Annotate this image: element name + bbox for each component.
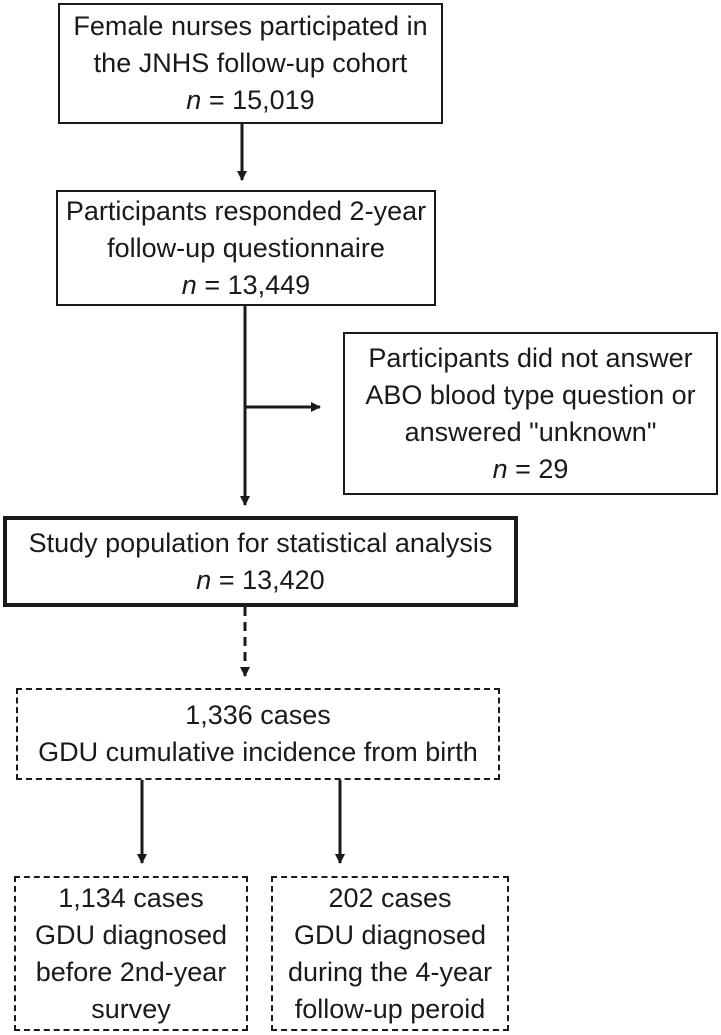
- box-gdu-before: 1,134 cases GDU diagnosed before 2nd-yea…: [14, 876, 248, 1031]
- box-gdu-during: 202 cases GDU diagnosed during the 4-yea…: [271, 876, 509, 1031]
- n-label: n: [181, 269, 197, 300]
- box-gdu-before-line3: before 2nd-year: [35, 956, 227, 987]
- box-responded: Participants responded 2-year follow-up …: [56, 190, 436, 306]
- box-gdu-during-line1: 202 cases: [328, 882, 452, 913]
- box-excluded: Participants did not answer ABO blood ty…: [343, 332, 718, 495]
- box-enrolled-line1: Female nurses participated in: [73, 11, 428, 41]
- box-gdu-before-line2: GDU diagnosed: [34, 919, 228, 950]
- box-excluded-n: n = 29: [493, 451, 569, 488]
- box-responded-line1: Participants responded 2-year: [65, 195, 427, 226]
- box-excluded-line3: answered "unknown": [404, 416, 657, 447]
- box-responded-n: n = 13,449: [182, 267, 310, 304]
- n-value: = 15,019: [201, 85, 315, 115]
- box-enrolled-n: n = 15,019: [186, 82, 314, 119]
- box-gdu-total: 1,336 cases GDU cumulative incidence fro…: [16, 688, 500, 780]
- n-label: n: [492, 453, 508, 484]
- box-gdu-before-line1: 1,134 cases: [58, 882, 204, 913]
- n-value: = 13,420: [211, 564, 325, 595]
- box-study-population: Study population for statistical analysi…: [3, 516, 518, 607]
- box-excluded-line2: ABO blood type question or: [365, 379, 696, 410]
- box-gdu-during-line3: during the 4-year: [287, 956, 493, 987]
- n-label: n: [196, 564, 212, 595]
- box-gdu-total-line1: 1,336 cases: [185, 700, 331, 730]
- box-responded-line2: follow-up questionnaire: [107, 232, 385, 263]
- n-value: = 29: [507, 453, 569, 484]
- box-study-population-line1: Study population for statistical analysi…: [28, 527, 493, 558]
- box-gdu-total-line2: GDU cumulative incidence from birth: [38, 737, 478, 767]
- box-gdu-during-line2: GDU diagnosed: [293, 919, 487, 950]
- box-enrolled: Female nurses participated in the JNHS f…: [58, 3, 443, 124]
- box-excluded-line1: Participants did not answer: [368, 342, 693, 373]
- box-study-population-n: n = 13,420: [196, 562, 324, 599]
- box-gdu-before-line4: survey: [91, 993, 171, 1024]
- box-gdu-during-line4: follow-up peroid: [294, 993, 486, 1024]
- n-value: = 13,449: [196, 269, 311, 300]
- n-label: n: [186, 85, 202, 115]
- box-enrolled-line2: the JNHS follow-up cohort: [93, 48, 408, 78]
